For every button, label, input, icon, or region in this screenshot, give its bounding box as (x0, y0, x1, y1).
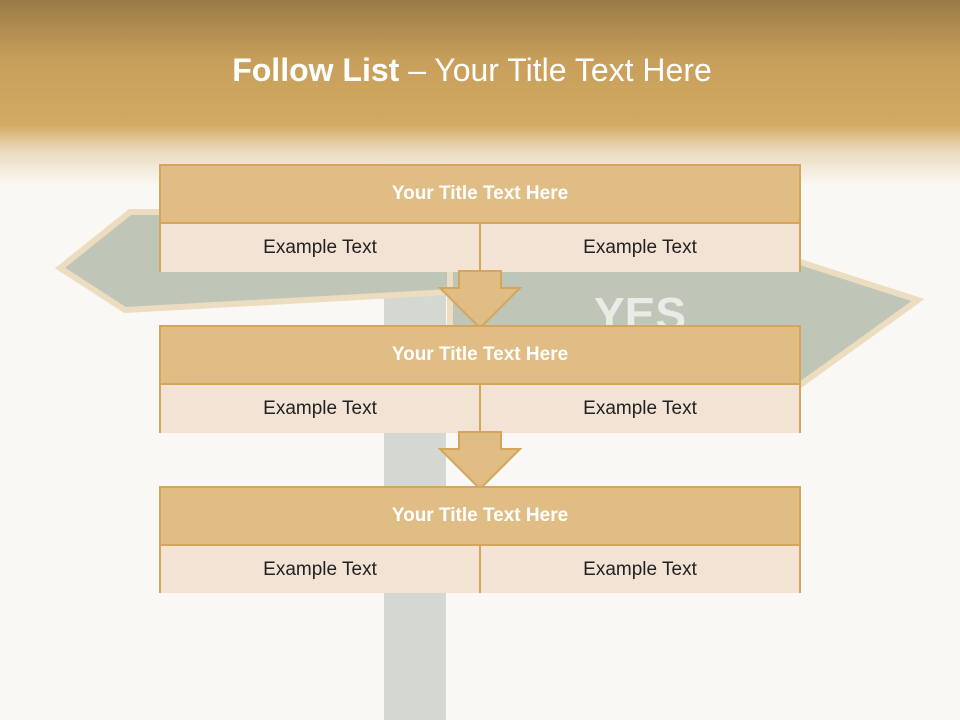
down-arrow-icon (437, 431, 523, 491)
list-item-left-text: Example Text (161, 224, 479, 272)
list-item-title: Your Title Text Here (161, 166, 799, 224)
list-item-1: Your Title Text Here Example Text Exampl… (159, 164, 801, 272)
list-item-row: Example Text Example Text (161, 385, 799, 433)
list-item-right-text: Example Text (479, 385, 799, 433)
slide-title: Follow List – Your Title Text Here (0, 52, 944, 89)
list-item-right-text: Example Text (479, 224, 799, 272)
list-item-right-text: Example Text (479, 546, 799, 593)
list-item-left-text: Example Text (161, 546, 479, 593)
list-item-title: Your Title Text Here (161, 327, 799, 385)
list-item-3: Your Title Text Here Example Text Exampl… (159, 486, 801, 593)
down-arrow-icon (437, 270, 523, 330)
slide-title-rest: – Your Title Text Here (399, 52, 712, 88)
list-item-row: Example Text Example Text (161, 546, 799, 593)
list-item-left-text: Example Text (161, 385, 479, 433)
list-item-row: Example Text Example Text (161, 224, 799, 272)
list-item-2: Your Title Text Here Example Text Exampl… (159, 325, 801, 433)
list-item-title: Your Title Text Here (161, 488, 799, 546)
slide-title-bold: Follow List (232, 52, 400, 88)
